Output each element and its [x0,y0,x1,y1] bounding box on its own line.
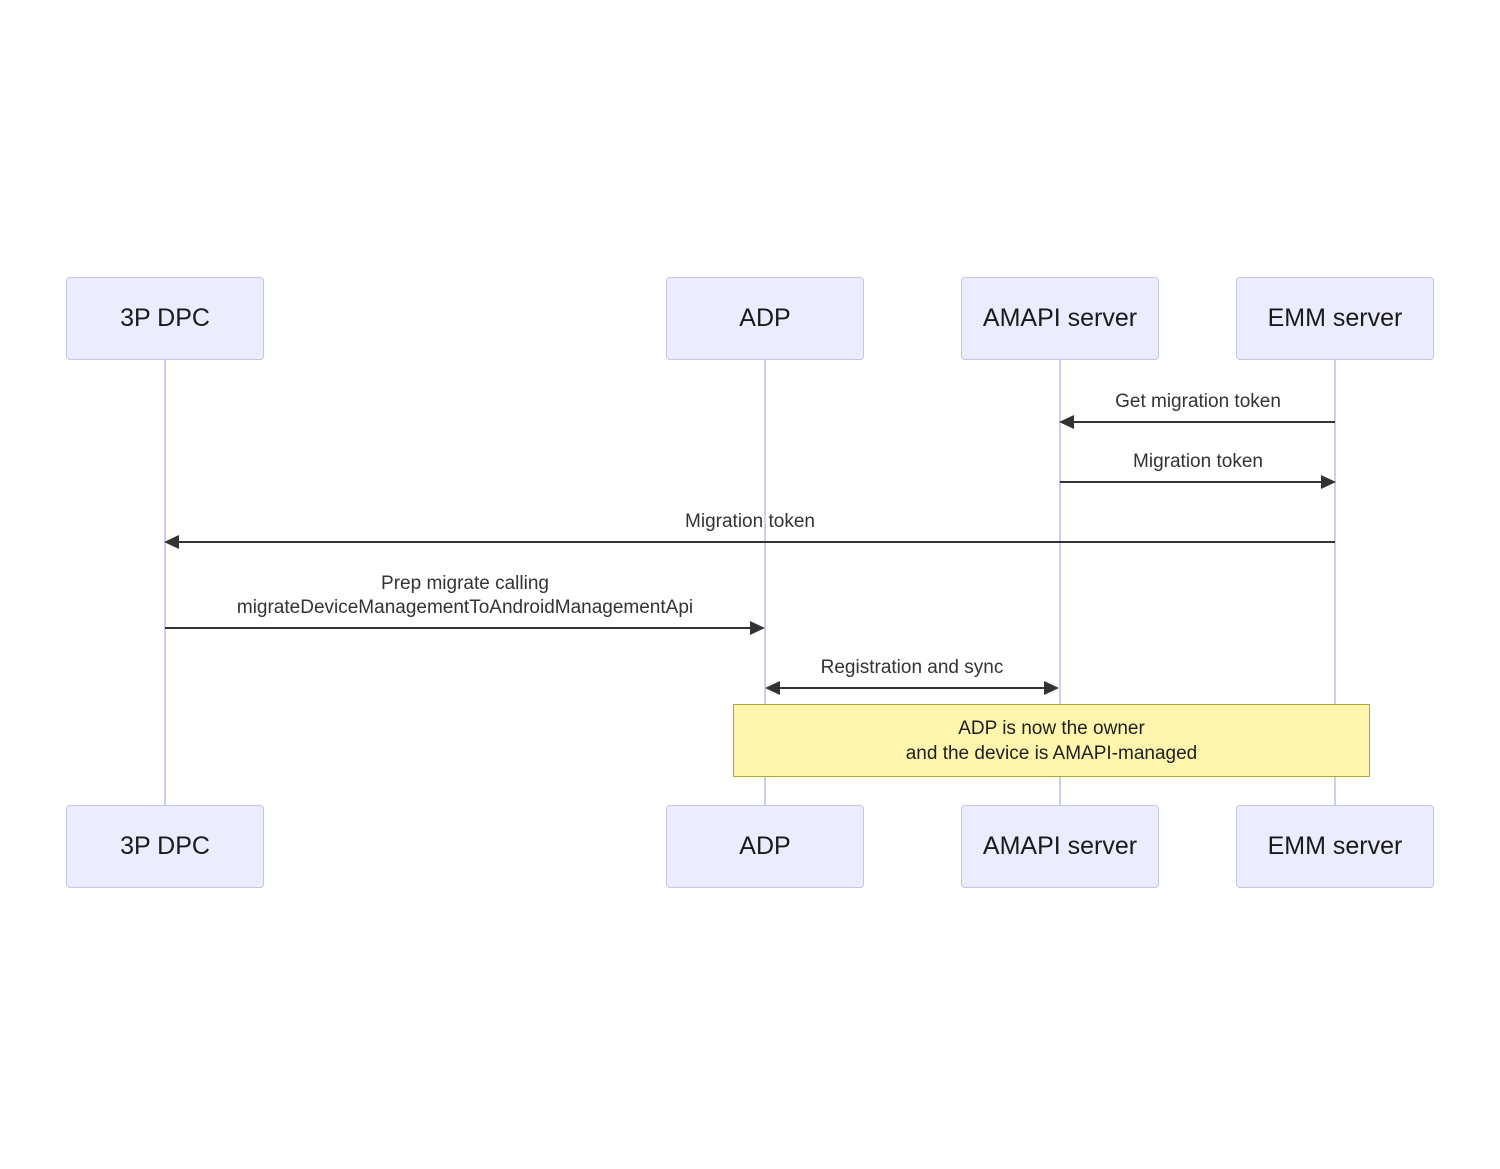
note-adp-owner: ADP is now the owner and the device is A… [733,704,1370,777]
message-arrow-prep-migrate [165,627,752,629]
lifeline-emm-server [1334,360,1336,806]
actor-label: ADP [739,304,791,332]
arrowhead-right-icon [1044,681,1059,695]
message-arrow-registration-sync [778,687,1046,689]
actor-label: EMM server [1267,832,1403,860]
message-label-prep-migrate-line1: Prep migrate calling [381,573,549,594]
message-arrow-get-migration-token [1072,421,1335,423]
actor-label: 3P DPC [120,832,210,860]
message-label-migration-token-to-dpc: Migration token [685,511,815,532]
lifeline-amapi-server [1059,360,1061,806]
actor-label: 3P DPC [120,304,210,332]
message-arrow-migration-token-to-dpc [177,541,1335,543]
actor-box-bottom-amapi-server: AMAPI server [961,805,1159,888]
note-text-line1: ADP is now the owner [958,717,1145,739]
message-label-get-migration-token: Get migration token [1115,391,1281,412]
message-label-prep-migrate-line2: migrateDeviceManagementToAndroidManageme… [236,597,694,618]
actor-label: AMAPI server [982,304,1138,332]
actor-label: EMM server [1267,304,1403,332]
message-label-registration-sync: Registration and sync [820,657,1004,678]
note-text-line2: and the device is AMAPI-managed [905,742,1198,764]
actor-box-top-amapi-server: AMAPI server [961,277,1159,360]
actor-box-top-adp: ADP [666,277,864,360]
arrowhead-left-icon [765,681,780,695]
actor-label: AMAPI server [982,832,1138,860]
actor-box-bottom-adp: ADP [666,805,864,888]
lifeline-adp [764,360,766,806]
lifeline-3p-dpc [164,360,166,806]
arrowhead-right-icon [750,621,765,635]
actor-box-top-emm-server: EMM server [1236,277,1434,360]
message-arrow-migration-token-to-emm [1060,481,1323,483]
arrowhead-right-icon [1321,475,1336,489]
actor-box-bottom-3p-dpc: 3P DPC [66,805,264,888]
arrowhead-left-icon [1059,415,1074,429]
actor-box-top-3p-dpc: 3P DPC [66,277,264,360]
message-label-prep-migrate: Prep migrate calling migrateDeviceManage… [237,572,693,620]
message-label-migration-token-to-emm: Migration token [1133,451,1263,472]
actor-label: ADP [739,832,791,860]
actor-box-bottom-emm-server: EMM server [1236,805,1434,888]
arrowhead-left-icon [164,535,179,549]
